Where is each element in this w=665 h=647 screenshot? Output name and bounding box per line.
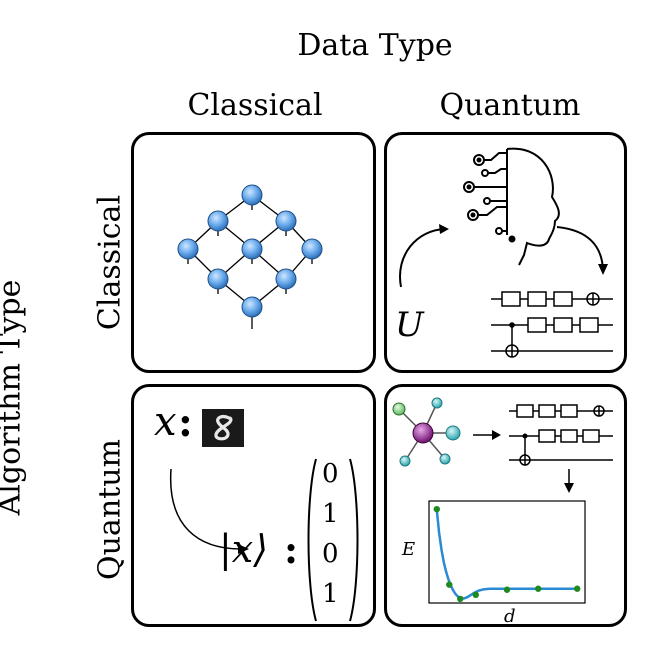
data-point xyxy=(472,591,479,599)
vector-entry: 0 xyxy=(322,459,339,489)
panel-quantum-quantum: E d xyxy=(384,384,627,627)
unitary-symbol: U xyxy=(395,305,424,345)
encoding-arrow xyxy=(169,468,249,554)
energy-curve xyxy=(435,509,578,600)
panel-classical-quantum: U xyxy=(384,132,627,373)
vector-entry: 0 xyxy=(322,539,339,569)
column-header-quantum: Quantum xyxy=(439,88,581,123)
variable-colon: : xyxy=(178,399,193,446)
data-point xyxy=(535,585,542,592)
neural-network-icon xyxy=(177,184,323,329)
panel-classical-classical xyxy=(131,132,376,373)
ai-head-circuit-icon xyxy=(399,147,613,358)
plot-ylabel: E xyxy=(402,539,416,560)
energy-plot xyxy=(428,500,586,604)
data-point xyxy=(433,505,440,513)
data-point xyxy=(503,586,511,593)
algorithm-type-title: Algorithm Type xyxy=(0,279,28,516)
data-point xyxy=(446,581,453,588)
handwritten-digit-image xyxy=(202,409,244,447)
row-header-classical: Classical xyxy=(92,194,128,331)
ket-x: |x⟩ xyxy=(219,527,269,571)
vector-entry: 1 xyxy=(322,579,339,609)
data-point xyxy=(574,585,581,592)
row-header-quantum: Quantum xyxy=(92,439,128,580)
panel-quantum-classical: x : |x⟩ : 0 1 0 1 xyxy=(131,384,376,627)
data-point xyxy=(457,595,464,603)
variable-x: x xyxy=(154,399,177,445)
data-type-title: Data Type xyxy=(297,28,453,63)
column-header-classical: Classical xyxy=(187,88,323,123)
plot-frame xyxy=(428,500,586,604)
ket-colon: : xyxy=(284,527,299,572)
plot-xlabel: d xyxy=(504,606,516,627)
state-vector: 0 1 0 1 xyxy=(304,455,362,625)
molecule-icon xyxy=(392,397,613,493)
vector-entry: 1 xyxy=(322,499,339,529)
